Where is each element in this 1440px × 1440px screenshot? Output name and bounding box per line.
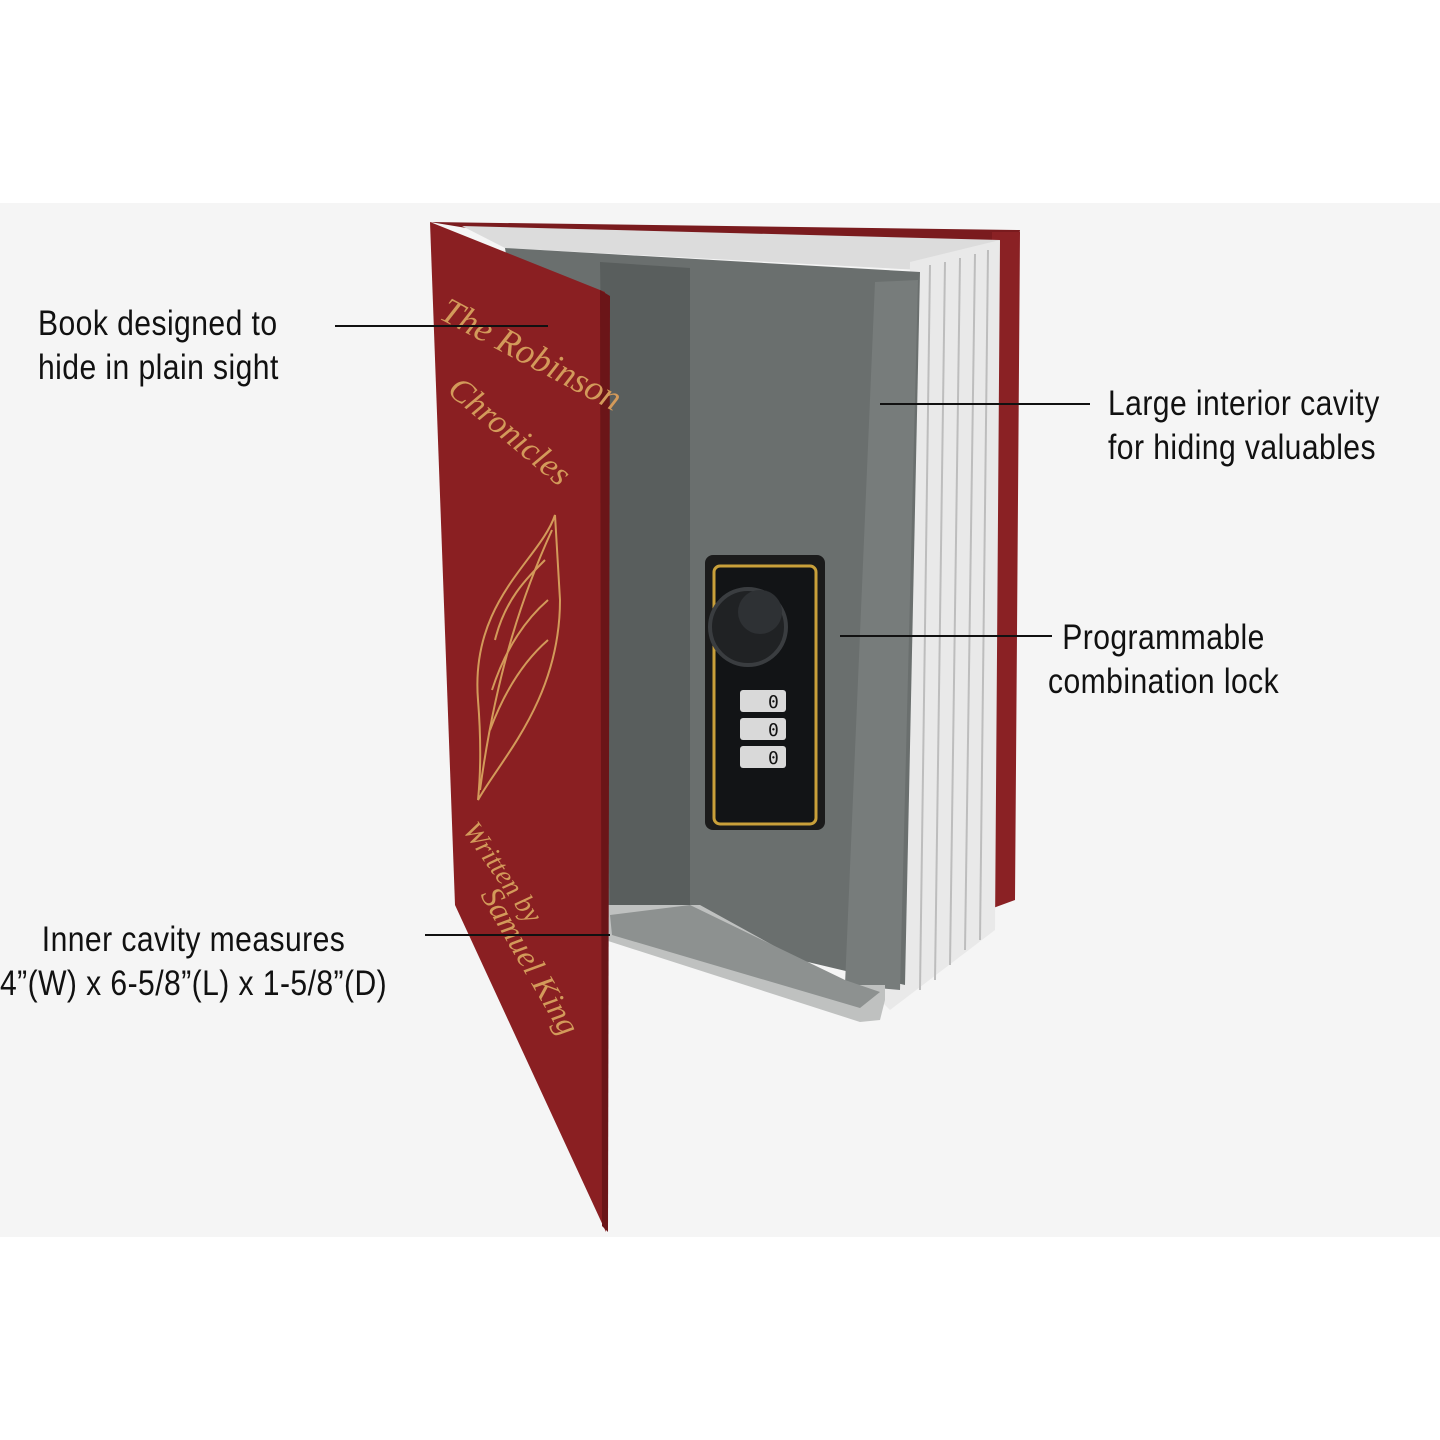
callout-lock-line2: combination lock <box>1048 662 1280 701</box>
tray-floor <box>610 905 880 1008</box>
callout-cavity: Large interior cavity for hiding valuabl… <box>1108 382 1380 470</box>
combination-lock: 0 0 0 <box>705 555 825 830</box>
callout-cavity-line1: Large interior cavity <box>1108 384 1380 423</box>
page-lines <box>919 249 989 991</box>
callout-book-line1: Book designed to <box>38 304 278 343</box>
lock-digit-3: 0 <box>768 748 779 769</box>
callout-inner-line1: Inner cavity measures <box>41 920 346 959</box>
lock-digit-2: 0 <box>768 720 779 741</box>
cavity-side-wall <box>600 262 690 915</box>
callout-lock: Programmable combination lock <box>1048 616 1279 704</box>
callout-lines <box>335 325 1090 936</box>
top-pages <box>462 226 1000 270</box>
feather-emblem <box>476 514 562 801</box>
lock-digit-1: 0 <box>768 692 779 713</box>
callout-inner-line2: 4”(W) x 6-5/8”(L) x 1-5/8”(D) <box>0 964 388 1003</box>
callout-lock-line1: Programmable <box>1062 618 1265 657</box>
callout-book-line2: hide in plain sight <box>38 348 279 387</box>
callout-inner: Inner cavity measures 4”(W) x 6-5/8”(L) … <box>0 918 387 1006</box>
front-cover <box>430 222 606 1232</box>
callout-cavity-line2: for hiding valuables <box>1108 428 1376 467</box>
front-cover-edge <box>600 290 610 1232</box>
callout-book: Book designed to hide in plain sight <box>38 302 279 390</box>
